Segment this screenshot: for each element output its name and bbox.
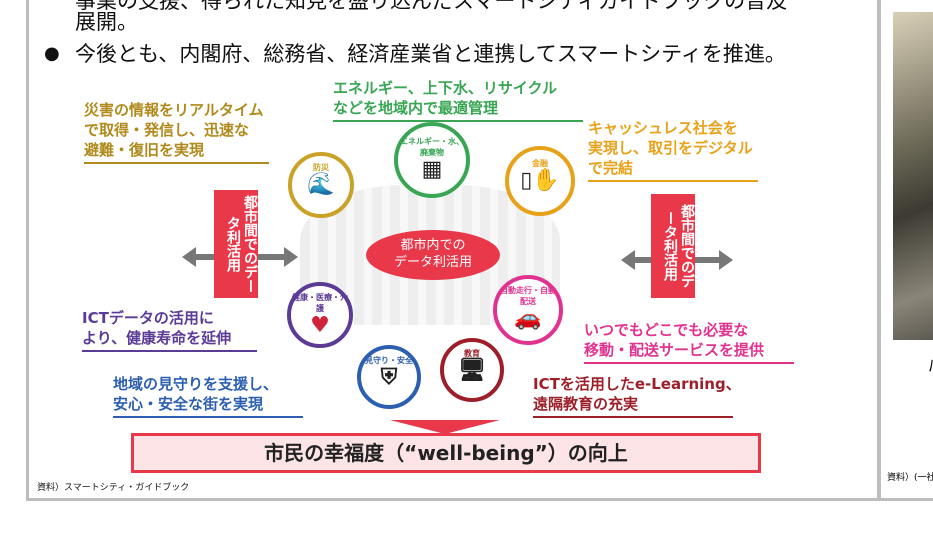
health-circle: 健康・医療・介護♥ [287, 282, 353, 348]
caption-line: ICTデータの活用に [82, 309, 214, 327]
caption-line: より、健康寿命を延伸 [82, 329, 232, 347]
car-icon: 🚗 [514, 306, 542, 331]
center-line: 都市内での [400, 238, 466, 253]
caption-line: 実現し、取引をデジタル [588, 139, 753, 157]
solar-panel-icon: ▦ [421, 157, 443, 182]
education-circle: 教育🖥 [440, 338, 504, 402]
caption-line: 安心・安全な街を実現 [113, 395, 264, 413]
circle-label: 教育 [464, 349, 480, 358]
safety-caption: 地域の見守りを支援し、 安心・安全な街を実現 [113, 374, 303, 418]
smartphone-icon: ▯✋ [520, 168, 560, 193]
circle-label: エネルギー・水、廃棄物 [400, 137, 464, 157]
caption-line: 移動・配送サービスを提供 [584, 341, 765, 359]
down-arrow [390, 420, 500, 434]
intercity-box-right: 都市間でのデータ利活用 [651, 194, 695, 298]
shield-camera-icon: ⛨ [380, 365, 398, 390]
caption-line: ICTを活用したe-Learning、 [533, 375, 741, 393]
photo-caption: ﾊ [929, 352, 933, 378]
body-line-cut: 事業の支援、得られた知見を盛り込んだスマートシティガイドブックの普及 [75, 0, 788, 13]
caption-line: で完結 [588, 159, 634, 177]
caption-line: エネルギー、上下水、リサイクル [333, 79, 558, 97]
computer-icon: 🖥 [458, 358, 486, 383]
mobility-circle: 自動走行・自動配送🚗 [493, 275, 563, 345]
health-caption: ICTデータの活用に より、健康寿命を延伸 [82, 308, 257, 352]
center-line: データ利活用 [393, 255, 472, 270]
circle-label: 防災 [313, 163, 329, 172]
source-note: 資料）スマートシティ・ガイドブック [37, 483, 190, 493]
disaster-circle: 防災🌊 [288, 152, 354, 218]
caption-line: 災害の情報をリアルタイム [84, 101, 264, 119]
safety-circle: 見守り・安全⛨ [357, 345, 421, 409]
circle-label: 自動走行・自動配送 [500, 286, 556, 306]
bullet-text: 今後とも、内閣府、総務省、経済産業省と連携してスマートシティを推進。 [75, 42, 786, 66]
disaster-icon: 🌊 [307, 172, 335, 197]
caption-line: キャッシュレス社会を [588, 119, 738, 137]
caption-line: 遠隔教育の充実 [533, 395, 639, 413]
caption-line: などを地域内で最適管理 [333, 99, 499, 117]
caption-line: 避難・復旧を実現 [84, 141, 205, 159]
street-photo [893, 12, 933, 340]
bullet-icon: ● [44, 43, 60, 64]
photo-source: 資料）(一社 [887, 473, 933, 483]
caption-line: で取得・発信し、迅速な [84, 121, 250, 139]
education-caption: ICTを活用したe-Learning、 遠隔教育の充実 [533, 374, 741, 418]
finance-circle: 金融▯✋ [505, 146, 575, 216]
energy-caption: エネルギー、上下水、リサイクル などを地域内で最適管理 [333, 78, 583, 122]
wellbeing-banner: 市民の幸福度（“well-being”）の向上 [131, 433, 761, 473]
circle-label: 健康・医療・介護 [292, 293, 348, 313]
center-ellipse: 都市内での データ利活用 [366, 230, 500, 280]
caption-line: いつでもどこでも必要な [584, 321, 749, 339]
disaster-caption: 災害の情報をリアルタイム で取得・発信し、迅速な 避難・復旧を実現 [84, 100, 269, 164]
intercity-box-left: 都市間でのデータ利活用 [214, 190, 258, 298]
right-panel: ﾊ 資料）(一社 [878, 0, 933, 501]
circle-label: 金融 [532, 159, 548, 168]
mobility-caption: いつでもどこでも必要な 移動・配送サービスを提供 [584, 320, 794, 364]
doctor-heart-icon: ♥ [310, 313, 330, 338]
circle-label: 見守り・安全 [365, 356, 413, 365]
cashless-caption: キャッシュレス社会を 実現し、取引をデジタル で完結 [588, 118, 758, 182]
energy-circle: エネルギー・水、廃棄物▦ [394, 122, 470, 198]
body-line-continued: 展開。 [75, 10, 138, 34]
caption-line: 地域の見守りを支援し、 [113, 375, 279, 393]
